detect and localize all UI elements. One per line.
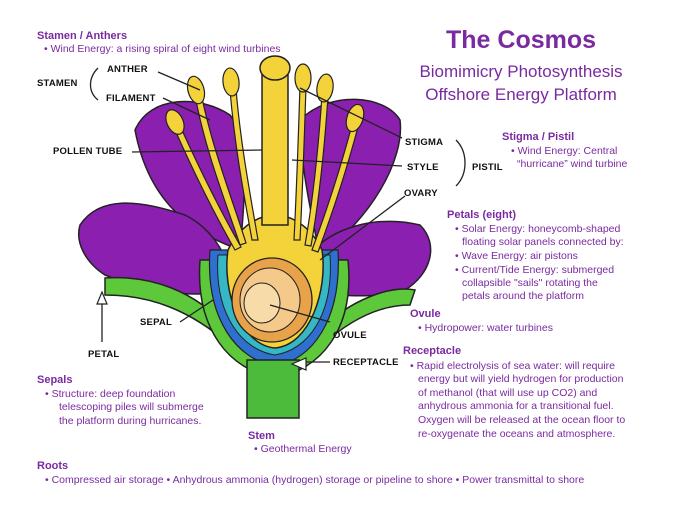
page-title: The Cosmos — [446, 26, 597, 54]
stigma-heading: Stigma / Pistil — [502, 131, 575, 143]
receptacle-line2: energy but will yield hydrogen for produ… — [418, 373, 624, 385]
petals-item3-line3: petals around the platform — [462, 290, 584, 302]
sepals-heading: Sepals — [37, 374, 73, 386]
sepal-right — [319, 288, 416, 347]
label-sepal: SEPAL — [140, 317, 172, 328]
receptacle-heading: Receptacle — [403, 345, 462, 357]
label-stamen: STAMEN — [37, 78, 78, 89]
label-ovule: OVULE — [333, 330, 367, 341]
ovule-core — [243, 282, 281, 324]
label-filament: FILAMENT — [106, 93, 156, 104]
subtitle-line-2: Offshore Energy Platform — [425, 85, 617, 104]
stem-item: • Geothermal Energy — [254, 443, 352, 455]
sepals-line3: the platform during hurricanes. — [59, 415, 202, 427]
sepals-line2: telescoping piles will submerge — [59, 401, 204, 413]
style — [261, 74, 289, 226]
petals-item1-line1: • Solar Energy: honeycomb-shaped — [455, 223, 621, 235]
stamen-item: • Wind Energy: a rising spiral of eight … — [44, 43, 281, 55]
label-ovary: OVARY — [404, 188, 438, 199]
label-pollen-tube: POLLEN TUBE — [53, 146, 123, 157]
petals-item3-line1: • Current/Tide Energy: submerged — [455, 264, 615, 276]
label-style: STYLE — [407, 162, 439, 173]
subtitle-line-1: Biomimicry Photosynthesis — [419, 62, 623, 81]
label-anther: ANTHER — [107, 64, 148, 75]
stigma-item-line2: “hurricane” wind turbine — [517, 158, 628, 170]
receptacle-line6: re-oxygenate the oceans and atmosphere. — [418, 428, 616, 440]
stem — [246, 359, 300, 419]
label-stigma: STIGMA — [405, 137, 444, 148]
petals-item3-line2: collapsible "sails" rotating the — [462, 277, 598, 289]
petals-item2: • Wave Energy: air pistons — [455, 250, 578, 262]
roots-heading: Roots — [37, 460, 69, 472]
receptacle-line3: of methanol (that will use up CO2) and — [418, 387, 598, 399]
roots-item: • Compressed air storage • Anhydrous amm… — [45, 474, 585, 486]
stamens — [165, 63, 365, 253]
label-pistil: PISTIL — [472, 162, 503, 173]
ovule-item: • Hydropower: water turbines — [418, 322, 553, 334]
stigma-item-line1: • Wind Energy: Central — [511, 145, 618, 157]
label-receptacle: RECEPTACLE — [333, 357, 399, 368]
ovule-heading: Ovule — [410, 308, 441, 320]
receptacle-line1: • Rapid electrolysis of sea water: will … — [410, 360, 616, 372]
stem-heading: Stem — [248, 430, 275, 442]
stigma — [259, 55, 291, 81]
petals-heading: Petals (eight) — [447, 209, 517, 221]
stamen-heading: Stamen / Anthers — [37, 30, 128, 42]
sepals-line1: • Structure: deep foundation — [45, 388, 176, 400]
receptacle-line4: anhydrous ammonia for a transitional fue… — [418, 400, 614, 412]
petals-item1-line2: floating solar panels connected by: — [462, 236, 624, 248]
receptacle-line5: Oxygen will be released at the ocean flo… — [418, 414, 626, 426]
label-petal: PETAL — [88, 349, 120, 360]
